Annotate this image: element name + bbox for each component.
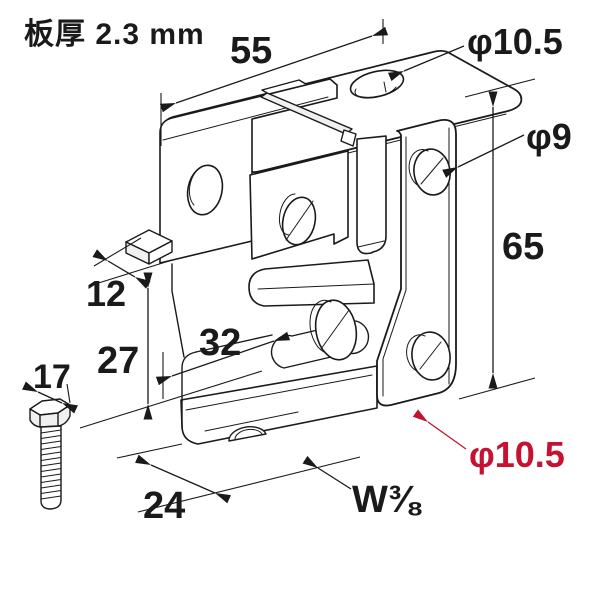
front-plate [376,119,457,407]
upper-hole [278,193,317,246]
top-hole-label: φ10.5 [467,21,563,62]
dim-27-label: 27 [97,340,139,382]
left-wall-hole [186,164,224,216]
dim-12-label: 12 [86,273,126,314]
dim-17-label: 17 [33,358,71,396]
inner-slot-hole [270,299,370,369]
upper-left-plate [249,150,349,260]
leader-top-hole: φ10.5 [387,21,563,82]
phi9-hole [408,148,451,196]
carriage-bolt-head [228,426,267,442]
leader-thread: W⅜ [302,455,422,521]
dim-12: 12 [86,237,170,314]
bolt-threads [40,429,62,500]
dim-27: 27 [79,272,263,429]
hex-bolt [29,398,71,510]
dim-32-label: 32 [199,322,241,364]
dim-24-label: 24 [143,485,185,527]
phi9-label: φ9 [526,116,572,157]
leader-phi9: φ9 [442,116,572,178]
shelf [248,259,375,307]
bottom-hole-label: φ10.5 [469,434,565,475]
dim-65: 65 [458,78,544,400]
plate-thickness-label: 板厚 2.3 mm [24,18,205,51]
thread-label: W⅜ [352,479,422,521]
dim-32: 32 [155,322,291,399]
dim-55-label: 55 [230,30,272,72]
leader-bottom-hole: φ10.5 [412,409,565,475]
dim-24: 24 [116,443,361,527]
dim-17: 17 [22,358,78,414]
bottom-channel [180,334,378,445]
hanging-tab [356,135,387,255]
dim-55: 55 [159,19,389,146]
bottom-phi105-hole [406,331,451,381]
dim-65-label: 65 [502,226,544,268]
